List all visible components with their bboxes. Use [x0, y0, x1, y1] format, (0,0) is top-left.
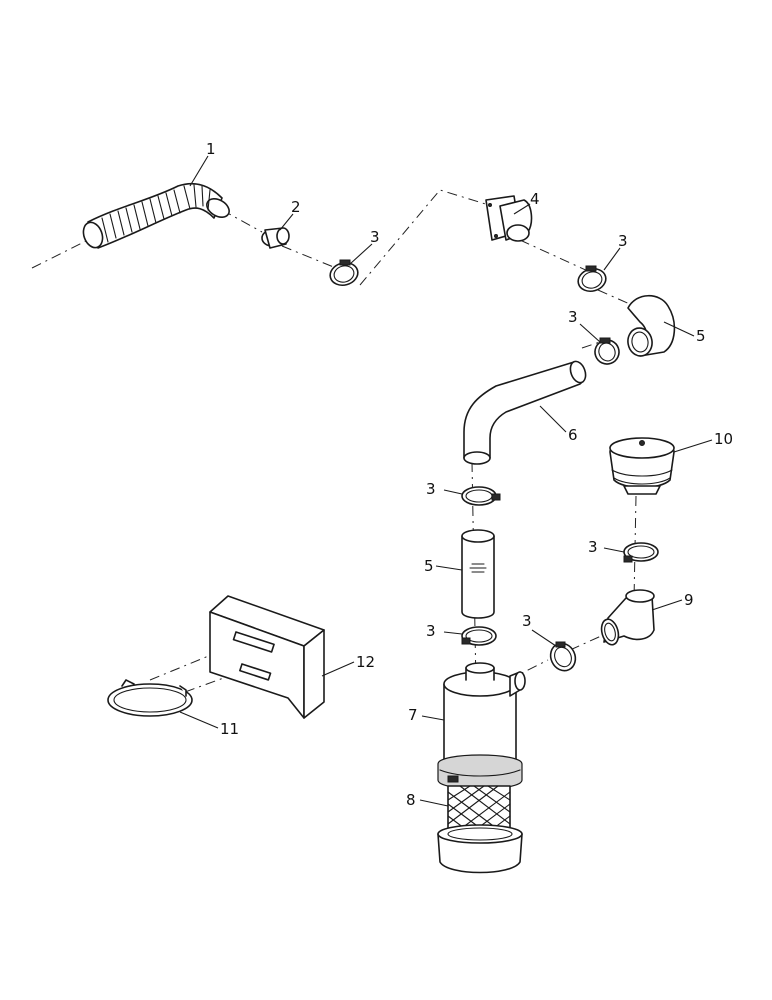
part-2-adapter [261, 227, 290, 249]
callout-8: 8 [406, 791, 416, 809]
callout-9: 9 [684, 591, 694, 609]
callout-7: 7 [408, 706, 418, 724]
callout-12: 12 [356, 653, 375, 671]
part-8-filter-element [437, 785, 523, 874]
part-11-strap-clamp [107, 679, 193, 717]
callout-3: 3 [370, 228, 380, 246]
callout-3: 3 [618, 232, 628, 250]
part-10-precleaner-cap [609, 437, 675, 495]
callout-numbers: 1 2 3 4 3 3 5 6 10 3 3 5 9 3 3 12 7 11 8 [206, 140, 733, 809]
callout-4: 4 [530, 190, 540, 208]
part-3-clamp-f [461, 626, 497, 646]
part-3-clamp-e [623, 542, 659, 563]
callout-5: 5 [424, 557, 434, 575]
part-9-elbow-lower [600, 589, 655, 646]
callout-3: 3 [426, 622, 436, 640]
callout-2: 2 [291, 198, 301, 216]
callout-3: 3 [568, 308, 578, 326]
callout-6: 6 [568, 426, 578, 444]
part-1-flex-hose [82, 182, 230, 249]
callout-10: 10 [714, 430, 733, 448]
part-12-mounting-box [209, 595, 325, 719]
callout-3: 3 [426, 480, 436, 498]
callout-leaders [179, 155, 713, 807]
callout-5: 5 [696, 327, 706, 345]
part-4-flange-inlet [485, 195, 533, 242]
callout-3: 3 [588, 538, 598, 556]
part-3-clamp-d [461, 486, 501, 506]
part-3-clamp-g [549, 641, 577, 672]
part-3-clamp-c [594, 337, 620, 365]
callout-1: 1 [206, 140, 216, 158]
part-5-elbow-upper [627, 294, 676, 357]
callout-11: 11 [220, 720, 239, 738]
callout-3: 3 [522, 612, 532, 630]
part-7-air-cleaner-housing [437, 662, 526, 790]
part-3-clamp-b [577, 265, 607, 293]
part-3-clamp-a [329, 259, 359, 287]
part-6-bent-tube [463, 360, 587, 465]
part-5-straight-sleeve [461, 529, 495, 619]
